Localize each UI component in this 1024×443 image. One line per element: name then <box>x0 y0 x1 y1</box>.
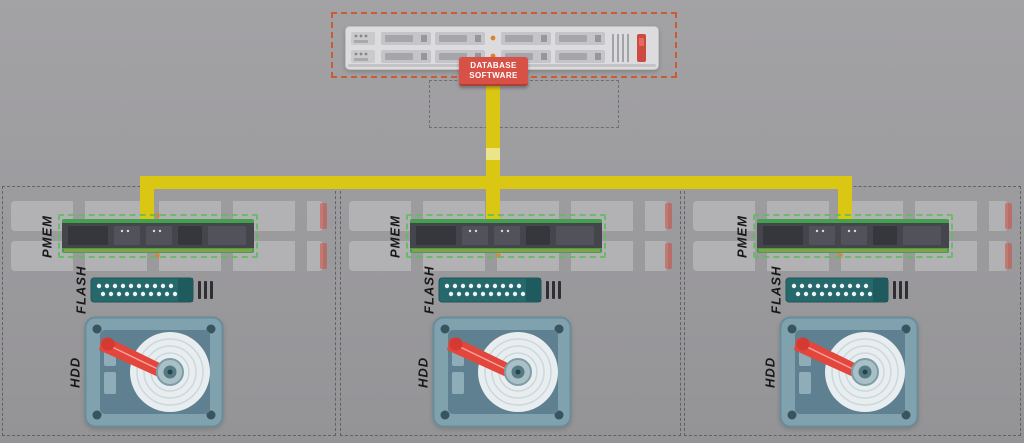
flash-label: FLASH <box>768 265 784 315</box>
hdd-label: HDD <box>415 356 431 388</box>
flash-module-icon <box>785 277 908 303</box>
connector-horizontal-bus <box>140 176 852 189</box>
flash-module-icon <box>90 277 213 303</box>
hdd-icon <box>432 316 572 428</box>
pmem-module-icon <box>58 214 258 258</box>
badge-line-2: SOFTWARE <box>469 71 518 80</box>
badge-line-1: DATABASE <box>470 61 517 70</box>
rack-server-icon <box>345 26 659 70</box>
storage-node-2: PMEM FLASH <box>386 214 646 432</box>
pmem-label: PMEM <box>387 215 403 259</box>
pmem-label: PMEM <box>734 215 750 259</box>
pmem-label: PMEM <box>39 215 55 259</box>
hdd-icon <box>84 316 224 428</box>
hdd-label: HDD <box>762 356 778 388</box>
hdd-label: HDD <box>67 356 83 388</box>
flash-label: FLASH <box>421 265 437 315</box>
pmem-module-icon <box>753 214 953 258</box>
connector-dashed-box <box>429 80 619 128</box>
database-software-badge: DATABASE SOFTWARE <box>459 57 528 86</box>
dimm-graphic <box>410 219 602 253</box>
dimm-graphic <box>757 219 949 253</box>
flash-module-icon <box>438 277 561 303</box>
hdd-actuator-arm <box>794 337 869 380</box>
pmem-module-icon <box>406 214 606 258</box>
storage-node-1: PMEM FLASH <box>38 214 298 432</box>
flash-label: FLASH <box>73 265 89 315</box>
dimm-graphic <box>62 219 254 253</box>
connector-glare <box>486 148 500 160</box>
hdd-icon <box>779 316 919 428</box>
storage-node-3: PMEM FLASH <box>733 214 993 432</box>
